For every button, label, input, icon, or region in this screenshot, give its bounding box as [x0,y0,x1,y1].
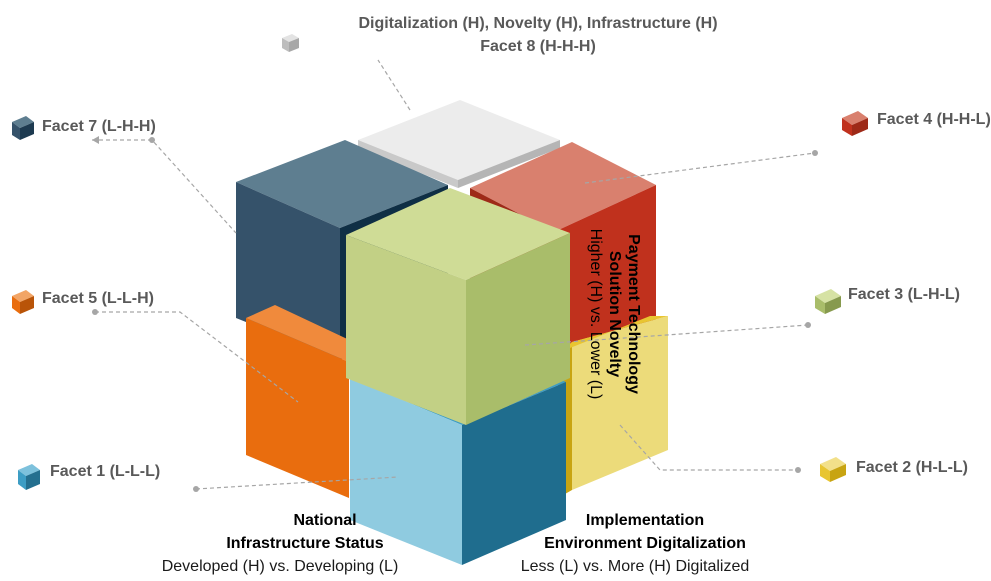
infrastructure-axis-title-line1: National [293,512,357,529]
digitalization-axis-title-line1: Implementation [585,512,705,529]
facet-7-label: Facet 7 (L-H-H) [42,118,156,135]
infrastructure-axis-title-line2: Infrastructure Status [226,535,384,552]
top-caption-line2: Facet 8 (H-H-H) [480,38,596,55]
digitalization-axis-subtitle: Less (L) vs. More (H) Digitalized [520,558,750,575]
legend-cube-4 [842,111,868,136]
novelty-axis-caption: Payment Technology Solution Novelty High… [586,218,643,410]
legend-cube-2 [820,457,846,482]
cube-facet-3 [346,188,570,425]
legend-cube-3 [815,289,841,314]
legend-cube-5 [12,290,34,314]
facet-3-label: Facet 3 (L-H-L) [848,286,960,303]
legend-cube-1 [18,464,40,490]
leader-dots [92,137,818,492]
legend-cube-7 [12,116,34,140]
cube-facet-5 [246,305,360,498]
infrastructure-axis-subtitle: Developed (H) vs. Developing (L) [161,558,399,575]
novelty-axis-title-line1: Payment Technology [625,234,642,394]
top-caption-line1: Digitalization (H), Novelty (H), Infrast… [358,15,718,32]
facet-1-label: Facet 1 (L-L-L) [50,463,161,480]
cube-facet-8 [358,100,560,188]
novelty-axis-subtitle: Higher (H) vs. Lower (L) [587,228,604,400]
digitalization-axis-title-line2: Environment Digitalization [544,535,746,552]
facet-4-label: Facet 4 (H-H-L) [877,111,991,128]
arrow-head [92,136,99,144]
facet-5-label: Facet 5 (L-L-H) [42,290,154,307]
novelty-axis-title-line2: Solution Novelty [606,250,623,378]
facet-2-label: Facet 2 (H-L-L) [856,459,968,476]
legend-cube-8 [282,34,299,52]
